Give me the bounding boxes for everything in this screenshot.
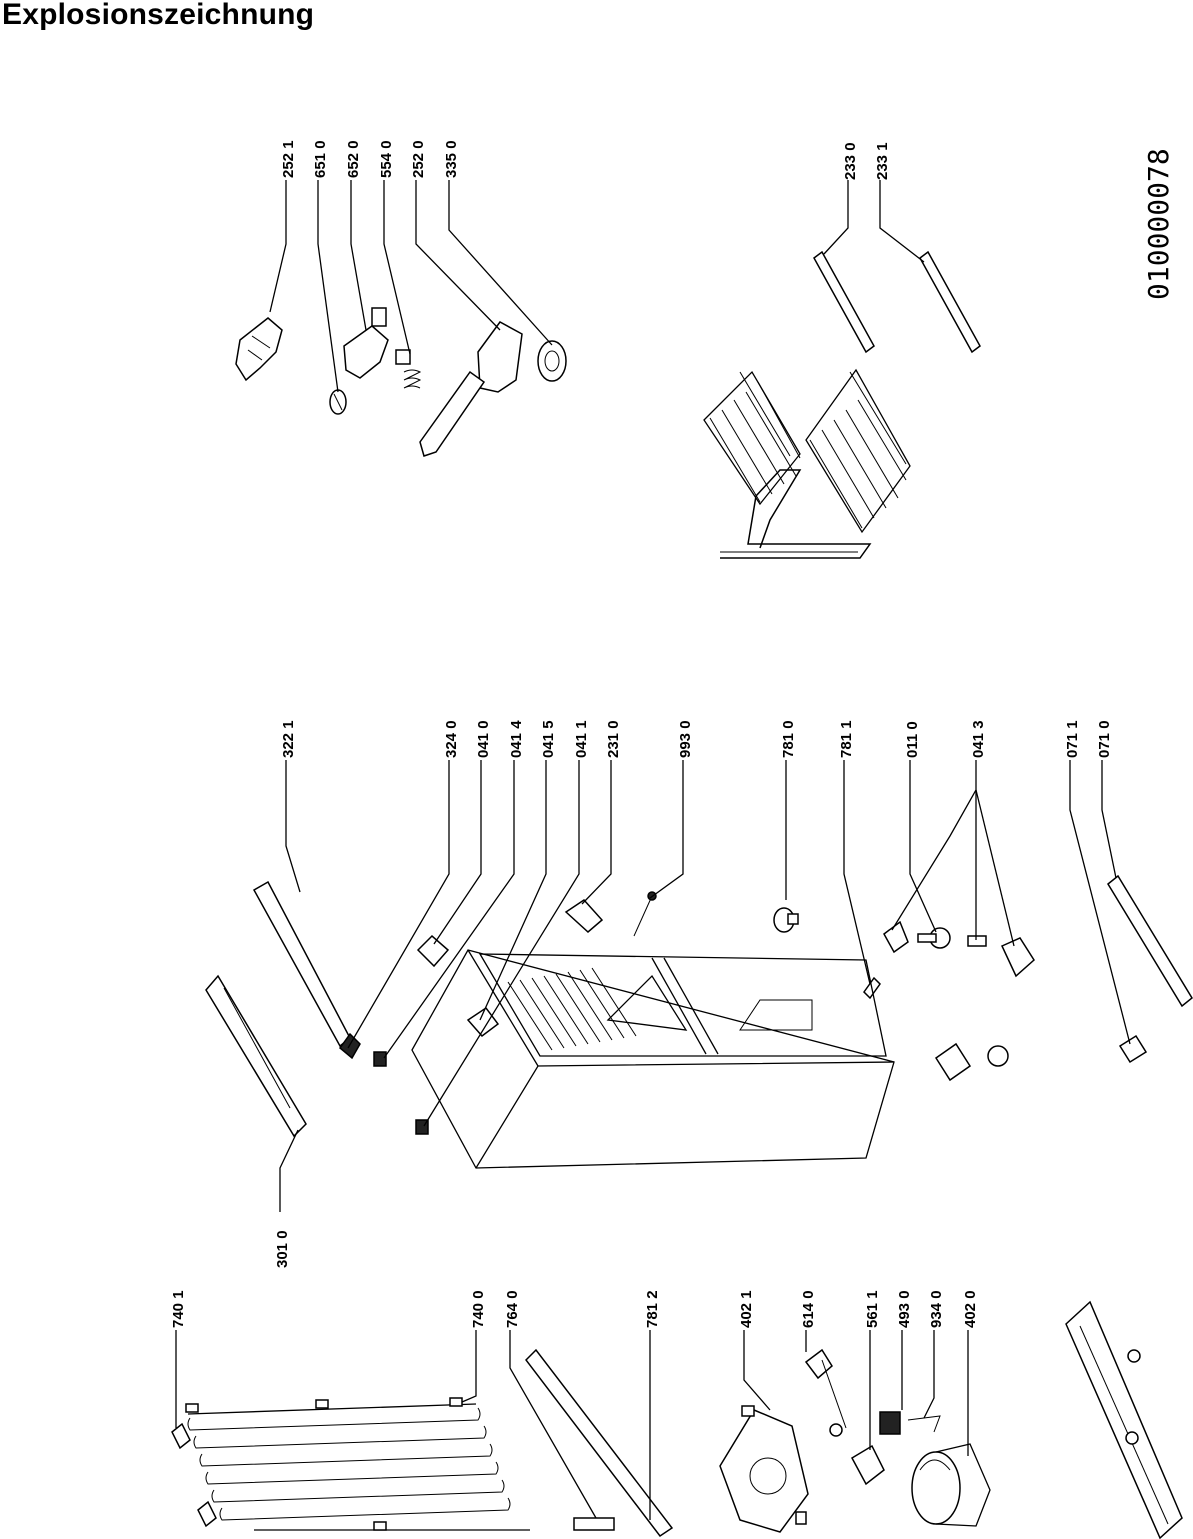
part-252-1-bracket [235,317,283,382]
part-335-0-knob [537,340,567,382]
part-011-0-foot [917,927,951,949]
label-493-0: 493 0 [896,1290,913,1328]
compressor-mounting-rail [1065,1300,1183,1539]
label-301-0: 301 0 [274,1230,291,1268]
label-554-0: 554 0 [378,140,395,178]
part-071-0-rail [1107,874,1193,1008]
part-614-0-relay [804,1348,847,1437]
label-041-5: 041 5 [540,720,557,758]
evaporator [703,368,911,559]
part-041-5-hinge [466,1006,500,1038]
part-041-3-hinge [883,920,1035,978]
label-231-0: 231 0 [605,720,622,758]
part-554-0-spring [395,349,422,389]
part-071-1-clip [1118,1034,1148,1064]
label-402-0: 402 0 [962,1290,979,1328]
part-934-0-wire [907,1415,941,1433]
label-011-0: 011 0 [904,721,921,758]
part-322-1-strip [252,880,351,1048]
label-561-1: 561 1 [864,1290,881,1328]
label-324-0: 324 0 [443,720,460,758]
label-740-0: 740 0 [470,1290,487,1328]
part-041-0-hinge [416,934,450,968]
part-561-1-overload [851,1444,885,1486]
part-402-0-compressor [911,1443,991,1527]
label-764-0: 764 0 [504,1290,521,1328]
part-651-0-knob [329,389,347,415]
part-993-0-sensor [633,891,657,937]
part-324-0-hinge [338,1032,361,1060]
loose-foot-hinge [934,1042,1009,1082]
label-322-1: 322 1 [280,720,297,758]
part-233-0-rail [813,250,875,354]
label-651-0: 651 0 [312,140,329,178]
document-id: 010000078 [1142,148,1175,300]
label-071-0: 071 0 [1096,720,1113,758]
part-740-0-condenser [185,1397,530,1531]
part-740-1-clip [171,1422,217,1528]
label-993-0: 993 0 [677,720,694,758]
part-493-0-cap [879,1411,901,1435]
cabinet [411,949,895,1169]
part-233-1-rail [919,250,981,354]
part-781-2-cover [525,1348,674,1538]
part-041-4-bracket [373,1051,387,1067]
label-233-1: 233 1 [874,142,891,180]
part-652-0-thermostat [343,307,389,379]
label-252-0: 252 0 [410,140,427,178]
label-934-0: 934 0 [928,1290,945,1328]
page-title: Explosionszeichnung [2,0,315,31]
label-041-3: 041 3 [970,720,987,758]
label-781-0: 781 0 [780,720,797,758]
part-231-0-lamp [564,899,604,934]
label-233-0: 233 0 [842,142,859,180]
label-041-1: 041 1 [573,720,590,758]
label-614-0: 614 0 [800,1290,817,1328]
label-781-1: 781 1 [838,720,855,758]
part-781-0-button [773,907,799,933]
label-740-1: 740 1 [170,1290,187,1328]
label-252-1: 252 1 [280,140,297,178]
label-041-0: 041 0 [475,720,492,758]
label-652-0: 652 0 [345,140,362,178]
label-041-4: 041 4 [508,720,525,758]
part-764-0-filter-drier [573,1517,615,1531]
label-402-1: 402 1 [738,1290,755,1328]
label-781-2: 781 2 [644,1290,661,1328]
part-252-0-housing [419,321,523,457]
part-301-0-top-rail [205,974,307,1138]
part-402-1-base-tray [719,1405,809,1533]
label-071-1: 071 1 [1064,720,1081,758]
label-335-0: 335 0 [443,140,460,178]
